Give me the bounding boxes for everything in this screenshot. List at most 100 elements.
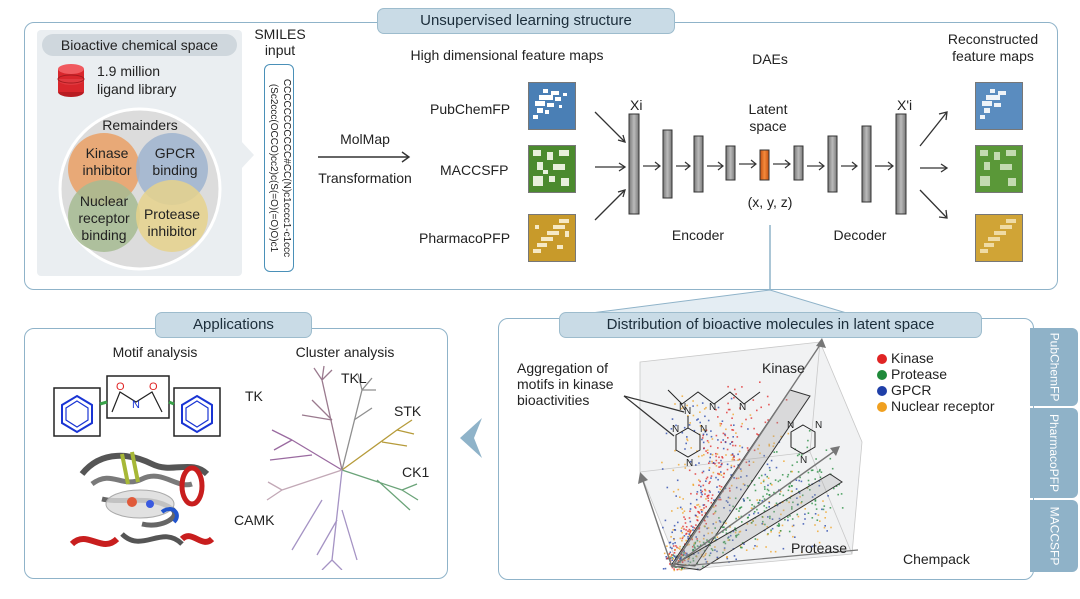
scatter-point <box>723 472 725 475</box>
scatter-point <box>676 507 679 509</box>
scatter-point <box>683 510 686 512</box>
scatter-point <box>702 565 704 568</box>
scatter-point <box>701 438 703 441</box>
scatter-point <box>664 567 667 570</box>
scatter-point <box>719 521 722 523</box>
scatter-point <box>673 524 676 527</box>
scatter-point <box>752 547 755 550</box>
scatter-point <box>717 478 719 481</box>
smiles-line1: CCCCCCCCCCC#CC(N)c1cccc1-c1ccc <box>281 78 292 258</box>
tab-pubchemfp[interactable]: PubChemFP <box>1030 328 1078 406</box>
scatter-point <box>731 417 733 419</box>
scatter-point <box>747 449 750 451</box>
reconstructed-pharmaco-map <box>975 214 1023 262</box>
scatter-point <box>721 456 723 458</box>
scatter-point <box>669 541 672 544</box>
scatter-point <box>712 462 715 464</box>
scatter-point <box>673 569 676 572</box>
scatter-point <box>687 537 689 540</box>
scatter-point <box>688 530 691 533</box>
scatter-point <box>786 499 788 502</box>
scatter-point <box>750 507 753 509</box>
scatter-point <box>671 547 673 550</box>
scatter-point <box>748 460 750 463</box>
scatter-point <box>670 428 673 430</box>
scatter-point <box>673 555 676 557</box>
scatter-point <box>676 568 679 571</box>
scatter-point <box>764 488 766 490</box>
scatter-point <box>681 539 683 542</box>
scatter-legend: Kinase Protease GPCR Nuclear receptor <box>877 350 995 414</box>
svg-text:N: N <box>815 420 822 431</box>
scatter-point <box>787 516 789 518</box>
scatter-point <box>709 491 711 493</box>
scatter-point <box>706 476 709 479</box>
scatter-point <box>732 413 734 416</box>
scatter-point <box>727 536 730 538</box>
library-label: ligand library <box>97 81 177 97</box>
motif-structure-graphic: O N O <box>53 375 221 437</box>
scatter-point <box>704 519 706 522</box>
scatter-point <box>692 400 694 402</box>
scatter-point <box>726 468 729 471</box>
scatter-point <box>720 463 723 466</box>
database-icon <box>57 64 85 97</box>
scatter-point <box>690 525 693 527</box>
scatter-point <box>775 502 778 505</box>
scatter-point <box>663 552 666 555</box>
scatter-point <box>778 525 780 527</box>
scatter-point <box>718 456 720 459</box>
scatter-point <box>687 530 689 532</box>
svg-text:N: N <box>800 455 807 466</box>
reconstructed-pubchem-map <box>975 82 1023 130</box>
scatter-point <box>777 480 780 483</box>
scatter-point <box>735 508 738 510</box>
scatter-point <box>705 505 707 508</box>
tab-pharmacopfp[interactable]: PharmacoPFP <box>1030 408 1078 498</box>
scatter-point <box>767 477 770 479</box>
scatter-point <box>811 517 814 519</box>
scatter-point <box>696 545 699 547</box>
scatter-point <box>664 519 667 522</box>
scatter-point <box>735 536 738 538</box>
scatter-point <box>806 446 809 449</box>
scatter-point <box>718 517 720 519</box>
reconstructed-maccs-map <box>975 145 1023 193</box>
scatter-point <box>785 399 788 401</box>
scatter-point <box>701 509 704 511</box>
scatter-point <box>709 481 711 483</box>
scatter-point <box>824 517 826 519</box>
scatter-point <box>710 497 713 500</box>
scatter-point <box>687 415 689 417</box>
scatter-point <box>747 428 749 430</box>
scatter-point <box>719 465 722 468</box>
kinase-inhibitor-label: Kinase inhibitor <box>72 145 142 179</box>
scatter-point <box>695 498 698 501</box>
scatter-point <box>766 533 769 536</box>
scatter-point <box>717 447 719 449</box>
scatter-point <box>734 444 737 447</box>
scatter-point <box>706 495 708 498</box>
scatter-point <box>730 424 732 427</box>
scatter-point <box>669 551 672 554</box>
scatter-point <box>764 473 767 476</box>
scatter-point <box>745 529 747 531</box>
scatter-point <box>682 559 685 561</box>
scatter-point <box>722 521 725 524</box>
scatter-point <box>740 476 742 478</box>
scatter-point <box>685 533 687 535</box>
latent-space-label: Latent space <box>736 101 800 135</box>
scatter-point <box>736 436 739 438</box>
scatter-point <box>692 483 694 486</box>
scatter-point <box>731 441 734 443</box>
scatter-point <box>814 503 817 506</box>
scatter-point <box>798 492 801 494</box>
smiles-string-box <box>264 64 294 272</box>
chevron-left-icon[interactable] <box>456 416 486 460</box>
library-count: 1.9 million <box>97 63 161 79</box>
scatter-point <box>702 504 705 506</box>
applications-title: Applications <box>155 312 312 338</box>
scatter-point <box>708 469 710 471</box>
tab-maccsfp[interactable]: MACCSFP <box>1030 500 1078 572</box>
scatter-point <box>722 526 724 529</box>
